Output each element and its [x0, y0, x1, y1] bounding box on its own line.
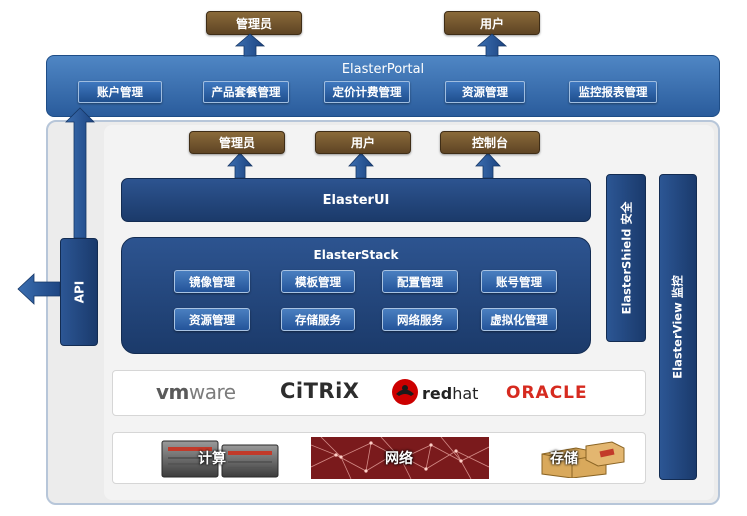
- citrix-logo: CiTRiX: [280, 379, 360, 403]
- network-mesh-icon: [311, 437, 489, 479]
- portal-item-pricing: 定价计费管理: [324, 81, 410, 103]
- elaster-view-bar: [659, 174, 697, 480]
- inner-role-console: 控制台: [440, 131, 540, 154]
- api-arrow-up-icon: [65, 107, 95, 239]
- api-label: API: [71, 280, 86, 304]
- stack-item-network: 网络服务: [382, 308, 458, 331]
- stack-item-resource: 资源管理: [174, 308, 250, 331]
- arrow-up-icon: [475, 152, 501, 179]
- elaster-ui-bar: ElasterUI: [121, 178, 591, 222]
- stack-item-config: 配置管理: [382, 270, 458, 293]
- redhat-hat-icon: [392, 379, 418, 405]
- portal-item-resource: 资源管理: [445, 81, 525, 103]
- stack-item-image: 镜像管理: [174, 270, 250, 293]
- elaster-view-label: ElasterView 监控: [671, 275, 686, 379]
- infra-storage-label: 存储: [550, 451, 578, 467]
- vmware-logo: vmware: [156, 380, 236, 404]
- elaster-shield-bar: [606, 174, 646, 342]
- server-icon: [161, 440, 279, 478]
- portal-item-monitor: 监控报表管理: [569, 81, 657, 103]
- redhat-logo: redhat: [422, 384, 479, 403]
- elaster-stack: [121, 237, 591, 354]
- stack-item-account: 账号管理: [481, 270, 557, 293]
- infra-network-label: 网络: [385, 451, 413, 467]
- stack-title: ElasterStack: [313, 248, 399, 262]
- storage-box-icon: [541, 441, 625, 478]
- stack-item-storage: 存储服务: [281, 308, 355, 331]
- portal-item-package: 产品套餐管理: [203, 81, 289, 103]
- inner-role-admin: 管理员: [189, 131, 285, 154]
- stack-item-template: 模板管理: [281, 270, 355, 293]
- inner-role-user: 用户: [315, 131, 411, 154]
- top-role-admin: 管理员: [206, 11, 302, 35]
- arrow-up-icon: [234, 33, 266, 57]
- portal-item-account: 账户管理: [78, 81, 162, 103]
- elaster-shield-label: ElasterShield 安全: [619, 201, 634, 315]
- vendor-row: [112, 370, 646, 416]
- oracle-logo: ORACLE: [506, 383, 588, 403]
- stack-item-virtualization: 虚拟化管理: [481, 308, 557, 331]
- arrow-up-icon: [227, 152, 253, 179]
- infra-compute-label: 计算: [198, 451, 226, 467]
- portal-title: ElasterPortal: [341, 62, 425, 77]
- arrow-up-icon: [476, 33, 508, 57]
- api-column: [60, 238, 98, 346]
- api-arrow-left-icon: [17, 273, 61, 305]
- arrow-up-icon: [348, 152, 374, 179]
